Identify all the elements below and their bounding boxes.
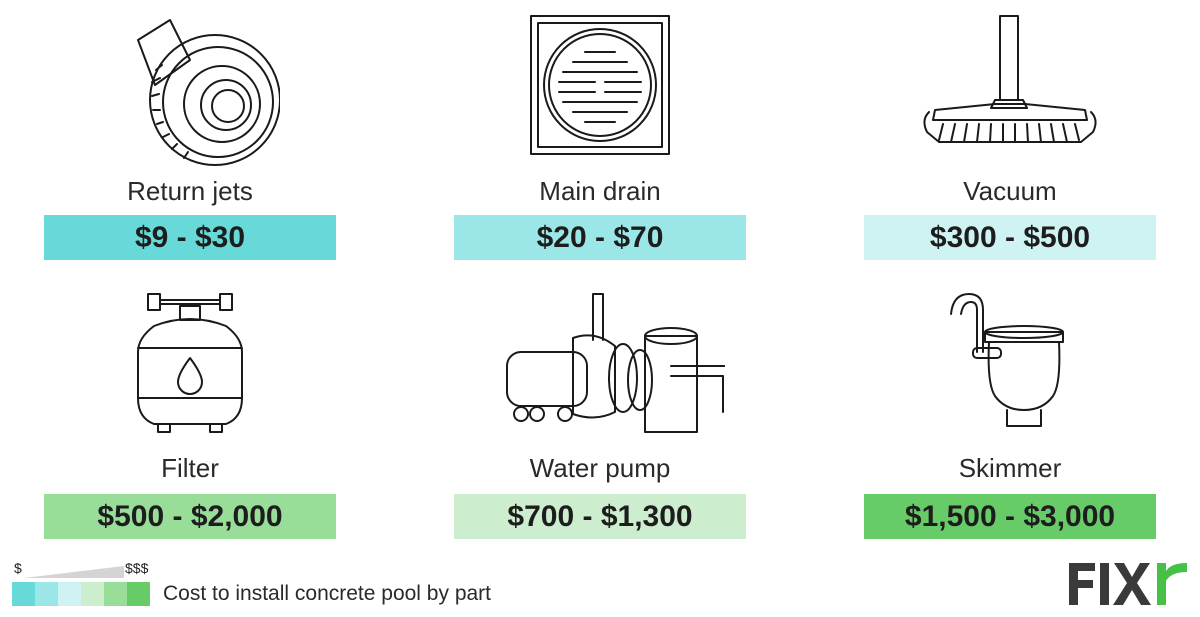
main-drain-icon <box>454 12 746 182</box>
legend-ramp-icon <box>24 566 124 578</box>
filter-icon <box>44 290 336 460</box>
part-name: Main drain <box>539 176 661 206</box>
vacuum-icon <box>864 12 1156 182</box>
water-pump-icon <box>454 290 746 460</box>
price-bar: $300 - $500 <box>864 215 1156 260</box>
legend-caption: Cost to install concrete pool by part <box>163 582 492 605</box>
part-name: Vacuum <box>963 176 1057 206</box>
legend-high-label: $$$ <box>125 560 149 576</box>
legend-swatch <box>127 582 150 606</box>
price-bar: $700 - $1,300 <box>454 494 746 539</box>
price-bar: $9 - $30 <box>44 215 336 260</box>
legend-swatch <box>35 582 58 606</box>
legend-swatch <box>81 582 104 606</box>
legend-swatches <box>12 582 150 606</box>
return-jets-icon <box>44 10 336 180</box>
part-name: Return jets <box>127 176 253 206</box>
part-name: Filter <box>161 453 219 483</box>
legend-low-label: $ <box>14 560 22 576</box>
legend-swatch <box>12 582 35 606</box>
part-name: Skimmer <box>958 453 1062 483</box>
skimmer-icon <box>864 290 1156 460</box>
part-name: Water pump <box>529 453 671 483</box>
legend-swatch <box>58 582 81 606</box>
legend-swatch <box>104 582 127 606</box>
fixr-logo <box>1067 561 1189 612</box>
price-bar: $20 - $70 <box>454 215 746 260</box>
price-bar: $1,500 - $3,000 <box>864 494 1156 539</box>
price-bar: $500 - $2,000 <box>44 494 336 539</box>
